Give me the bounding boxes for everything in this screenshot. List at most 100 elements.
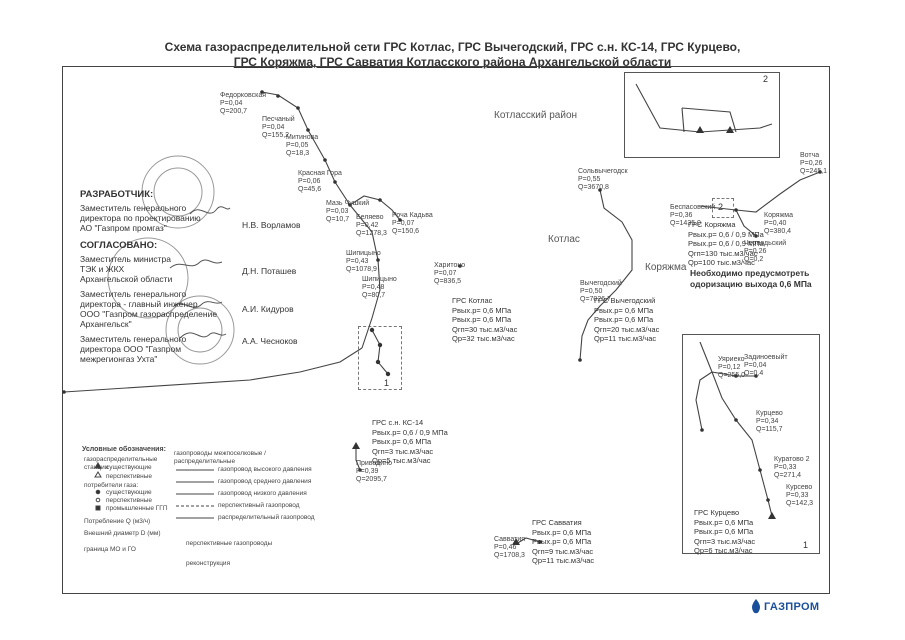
grs-kotlas-info: ГРС Котлас Рвых.р= 0,6 МПа Рвых.р= 0,6 М…	[452, 296, 518, 343]
node-dot	[734, 208, 738, 212]
inset2-loop	[681, 107, 737, 133]
signature-agreed1	[169, 259, 223, 269]
legend-col2-heading: газопроводы межпоселковые / распределите…	[174, 450, 266, 465]
node-dot	[377, 342, 383, 348]
settlement-label: Красная Гора Р=0,06 Q=45,6	[298, 170, 342, 193]
legend-consumption: Потребление Q (м3/ч)	[84, 518, 151, 525]
signature-agreed2	[173, 301, 223, 308]
detail-box-koryazhma	[712, 198, 734, 218]
legend-col1-heading: газораспределительные станции	[84, 456, 158, 471]
settlement-label: Роча Кадьва Р=0,07 Q=150,6	[392, 212, 433, 235]
node-dot	[758, 468, 762, 472]
node-dot	[376, 258, 380, 262]
legend-point-planned-icon	[95, 497, 101, 503]
grs-vychegodsky-info: ГРС Вычегодский Рвых.р= 0,6 МПа Рвых.р= …	[594, 296, 660, 343]
pipeline-kotlas-local	[371, 329, 389, 375]
legend-point-existing: существующие	[106, 489, 152, 496]
legend-prospective: перспективные газопроводы	[186, 540, 273, 547]
node-dot	[369, 327, 375, 333]
signature-developer	[189, 206, 231, 215]
inset-frame-1-number: 1	[803, 540, 809, 550]
settlement-label: Федорковская Р=0,04 Q=200,7	[220, 92, 267, 115]
grs-ks14-info: ГРС с.н. КС-14 Рвых.р= 0,6 / 0,9 МПа Рвы…	[372, 418, 448, 465]
grs-triangle-icon	[512, 538, 520, 545]
node-dot	[276, 94, 280, 98]
node-dot	[296, 106, 300, 110]
detail-box-koryazhma-number: 2	[718, 202, 724, 212]
pipeline-koryazhma	[699, 171, 821, 213]
legend-point-existing-icon	[95, 489, 101, 495]
settlement-label: Вотча Р=0,26 Q=245,1	[800, 152, 828, 175]
odorization-note: Необходимо предусмотреть одоризацию выхо…	[690, 268, 812, 289]
settlement-label: Уяриеко Р=0,12 Q=255,0	[718, 356, 746, 379]
stamp-developer-inner	[153, 167, 203, 217]
settlement-label: Савватия Р=0,46 Q=1708,3	[494, 536, 526, 559]
inset2-pipeline	[635, 83, 773, 133]
grs-triangle-icon	[696, 126, 704, 133]
agreed2-name: А.И. Кидуров	[242, 304, 294, 314]
signature-agreed3	[179, 332, 227, 339]
node-dot	[348, 203, 352, 207]
settlement-label: Беспасовский Р=0,36 Q=1435,0	[670, 204, 716, 227]
node-dot	[323, 158, 327, 162]
region-kotlas-district: Котласский район	[494, 110, 578, 121]
gazprom-flame-icon	[752, 599, 760, 614]
agreed1-name: Д.Н. Поташев	[242, 266, 297, 276]
main-pipeline-south	[63, 347, 363, 393]
settlement-label: Задиноевыйт Р=0,04 Q=0,4	[744, 354, 788, 377]
pipeline-kotlas-north	[261, 91, 381, 349]
legend-heading: Условные обозначения:	[82, 446, 166, 454]
legend-diameter: Внешний диаметр D (мм)	[84, 530, 161, 537]
legend-grs-planned-icon	[94, 471, 102, 478]
legend-points-heading: потребители газа:	[84, 482, 139, 489]
inset-frame-2	[624, 72, 780, 158]
node-dot	[378, 198, 382, 202]
legend-point-industrial-icon	[95, 505, 101, 511]
legend-line-dist-label: распределительный газопровод	[218, 514, 315, 521]
legend-grs-existing-icon	[94, 462, 102, 469]
legend-grs-existing: существующие	[106, 464, 152, 471]
legend-line-medium-label: газопровод среднего давления	[218, 478, 312, 485]
node-dot	[734, 374, 738, 378]
settlement-label: Куратово 2 Р=0,33 Q=271,4	[774, 456, 810, 479]
legend-line-low-label: газопровод низкого давления	[218, 490, 307, 497]
grs-kurtsevo-info: ГРС Курцево Рвых.р= 0,6 МПа Рвых.р= 0,6 …	[694, 508, 756, 555]
scheme-title-line1: Схема газораспределительной сети ГРС Кот…	[164, 40, 741, 54]
node-dot	[598, 188, 602, 192]
stamp-agreed	[107, 237, 189, 319]
settlement-label: Курсево Р=0,33 Q=142,3	[786, 484, 814, 507]
grs-triangle-icon	[352, 442, 360, 449]
grs-koryazhma-info: ГРС Коряжма Рвых.р= 0,6 / 0,9 МПа Рвых.р…	[688, 220, 764, 267]
stamp-agreed-2-inner	[177, 307, 223, 353]
inset-frame-1	[682, 334, 820, 554]
pipeline-savvatiya	[515, 537, 541, 545]
pipeline-koryazhma-south	[735, 209, 757, 237]
developer-heading: РАЗРАБОТЧИК:	[80, 189, 154, 200]
legend-line-planned-label: перспективный газопровод	[218, 502, 300, 509]
legend-grs-planned: перспективные	[106, 473, 152, 480]
grs-savvatiya-info: ГРС Савватия Рвых.р= 0,6 МПа Рвых.р= 0,6…	[532, 518, 595, 565]
settlement-label: Коряжма Р=0,40 Q=380,4	[764, 212, 793, 235]
node-dot	[458, 264, 462, 268]
legend-reconstruct: реконструкция	[186, 560, 231, 567]
stamp-agreed-2	[165, 295, 235, 365]
developer-role: Заместитель генерального директора по пр…	[80, 203, 201, 233]
node-dot	[333, 180, 337, 184]
agreed-heading: СОГЛАСОВАНО:	[80, 240, 158, 251]
node-dot	[818, 170, 822, 174]
pipeline-ks14	[355, 448, 361, 471]
node-dot	[754, 234, 758, 238]
node-dot	[358, 468, 362, 472]
scheme-title-line2: ГРС Коряжма, ГРС Савватия Котласского ра…	[233, 55, 672, 69]
agreed1-role: Заместитель министра ТЭК и ЖКХ Архангель…	[80, 254, 173, 284]
legend-point-industrial: промышленные ГГП	[106, 505, 168, 512]
node-dot	[578, 358, 582, 362]
settlement-label: Беляево Р=0,42 Q=1278,3	[356, 214, 387, 237]
settlement-label: Приводино Р=0,39 Q=2095,7	[356, 460, 392, 483]
grs-triangle-icon	[768, 512, 776, 519]
legend-point-planned: перспективные	[106, 497, 152, 504]
region-koryazhma: Коряжма	[645, 262, 687, 273]
gazprom-logo-text: ГАЗПРОМ	[764, 601, 820, 613]
approval-block: РАЗРАБОТЧИК: Заместитель генерального ди…	[80, 189, 250, 365]
